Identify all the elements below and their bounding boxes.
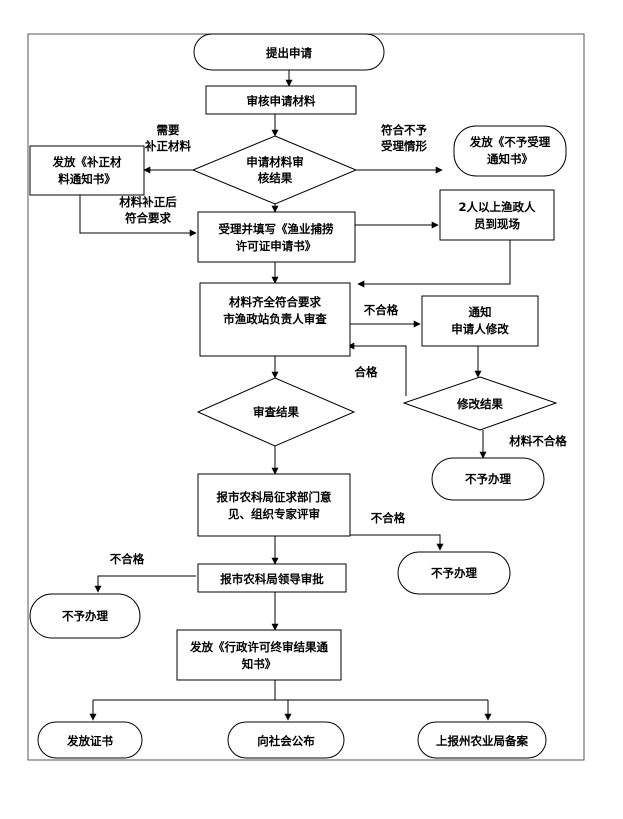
label-unqualified-2: 不合格 <box>371 511 406 525</box>
node-final-notice-line1: 发放《行政许可终审结果通 <box>189 640 328 654</box>
node-station-review: 材料齐全符合要求 市渔政站负责人审查 <box>199 282 351 357</box>
node-report-province-text: 上报州农业局备案 <box>436 734 528 748</box>
node-reject-1: 不予办理 <box>431 457 545 501</box>
connectors <box>79 70 511 721</box>
node-not-accept-notice-line2: 通知书》 <box>487 152 533 166</box>
label-not-accept-line2: 受理情形 <box>381 139 427 153</box>
node-revise-result-text: 修改结果 <box>456 397 503 411</box>
node-notify-revise: 通知 申请人修改 <box>421 295 539 347</box>
arrow-revise-to-station <box>347 342 407 396</box>
arrow-officers-to-station <box>357 240 511 288</box>
node-leader-approval-text: 报市农科局领导审批 <box>220 572 324 586</box>
node-material-result-line2: 核结果 <box>258 171 293 185</box>
label-supplement-ok-line2: 符合要求 <box>125 211 171 225</box>
node-station-review-line2: 市渔政站负责人审查 <box>223 312 327 326</box>
label-not-accept-line1: 符合不予 <box>381 123 427 137</box>
label-unqualified-1: 不合格 <box>364 303 399 317</box>
node-start: 提出申请 <box>193 33 385 71</box>
node-not-accept-notice-line1: 发放《不予受理 <box>469 135 551 149</box>
node-supplement-notice-line2: 料通知书》 <box>58 172 116 186</box>
label-qualified: 合格 <box>355 365 378 379</box>
node-start-text: 提出申请 <box>266 46 312 60</box>
node-supplement-notice: 发放《补正材 料通知书》 <box>29 145 145 196</box>
node-two-officers: 2人以上渔政人 员到现场 <box>439 189 555 241</box>
node-issue-certificate: 发放证书 <box>37 721 143 759</box>
node-not-accept-notice: 发放《不予受理 通知书》 <box>453 125 567 177</box>
node-final-notice-line2: 知书》 <box>241 657 277 671</box>
label-need-supplement-line1: 需要 <box>157 123 180 137</box>
node-notify-revise-line1: 通知 <box>469 305 492 319</box>
arrow-leader-to-reject <box>94 575 196 593</box>
label-supplement-ok-line1: 材料补正后 <box>119 195 177 209</box>
node-material-result-line1: 申请材料审 <box>246 155 304 169</box>
node-bureau-opinion-line1: 报市农科局征求部门意 <box>217 490 332 504</box>
node-review-result: 审查结果 <box>196 377 356 447</box>
node-issue-certificate-text: 发放证书 <box>66 734 113 748</box>
node-review-materials-text: 审核申请材料 <box>247 94 316 108</box>
node-material-result: 申请材料审 核结果 <box>191 135 358 205</box>
node-review-materials: 审核申请材料 <box>205 85 357 115</box>
node-bureau-opinion: 报市农科局征求部门意 见、组织专家评审 <box>197 473 351 537</box>
node-two-officers-line1: 2人以上渔政人 <box>458 200 536 214</box>
node-bureau-opinion-line2: 见、组织专家评审 <box>228 507 320 521</box>
node-revise-result: 修改结果 <box>402 376 558 431</box>
label-unqualified-3: 不合格 <box>110 552 145 566</box>
label-material-unqualified: 材料不合格 <box>509 434 567 448</box>
node-accept-fill-form-line1: 受理并填写《渔业捕捞 <box>219 222 334 236</box>
node-reject-2: 不予办理 <box>397 551 511 595</box>
node-leader-approval: 报市农科局领导审批 <box>197 563 347 593</box>
arrow-bureau-to-reject <box>350 534 444 551</box>
node-review-result-text: 审查结果 <box>253 405 299 419</box>
node-supplement-notice-line1: 发放《补正材 <box>52 155 122 169</box>
node-final-notice: 发放《行政许可终审结果通 知书》 <box>176 629 342 681</box>
node-accept-fill-form: 受理并填写《渔业捕捞 许可证申请书》 <box>197 211 356 263</box>
node-public-announce-text: 向社会公布 <box>257 734 315 748</box>
node-reject-3-text: 不予办理 <box>62 609 108 623</box>
node-report-province: 上报州农业局备案 <box>417 721 547 759</box>
node-reject-2-text: 不予办理 <box>431 566 477 580</box>
node-accept-fill-form-line2: 许可证申请书》 <box>236 239 317 253</box>
label-need-supplement-line2: 补正材料 <box>144 139 191 153</box>
node-two-officers-line2: 员到现场 <box>474 217 520 231</box>
node-public-announce: 向社会公布 <box>227 721 345 759</box>
arrow-supplement-to-accept <box>79 195 197 237</box>
node-station-review-line1: 材料齐全符合要求 <box>229 295 321 309</box>
node-notify-revise-line2: 申请人修改 <box>451 322 509 336</box>
node-reject-3: 不予办理 <box>29 593 141 639</box>
node-reject-1-text: 不予办理 <box>465 472 511 486</box>
